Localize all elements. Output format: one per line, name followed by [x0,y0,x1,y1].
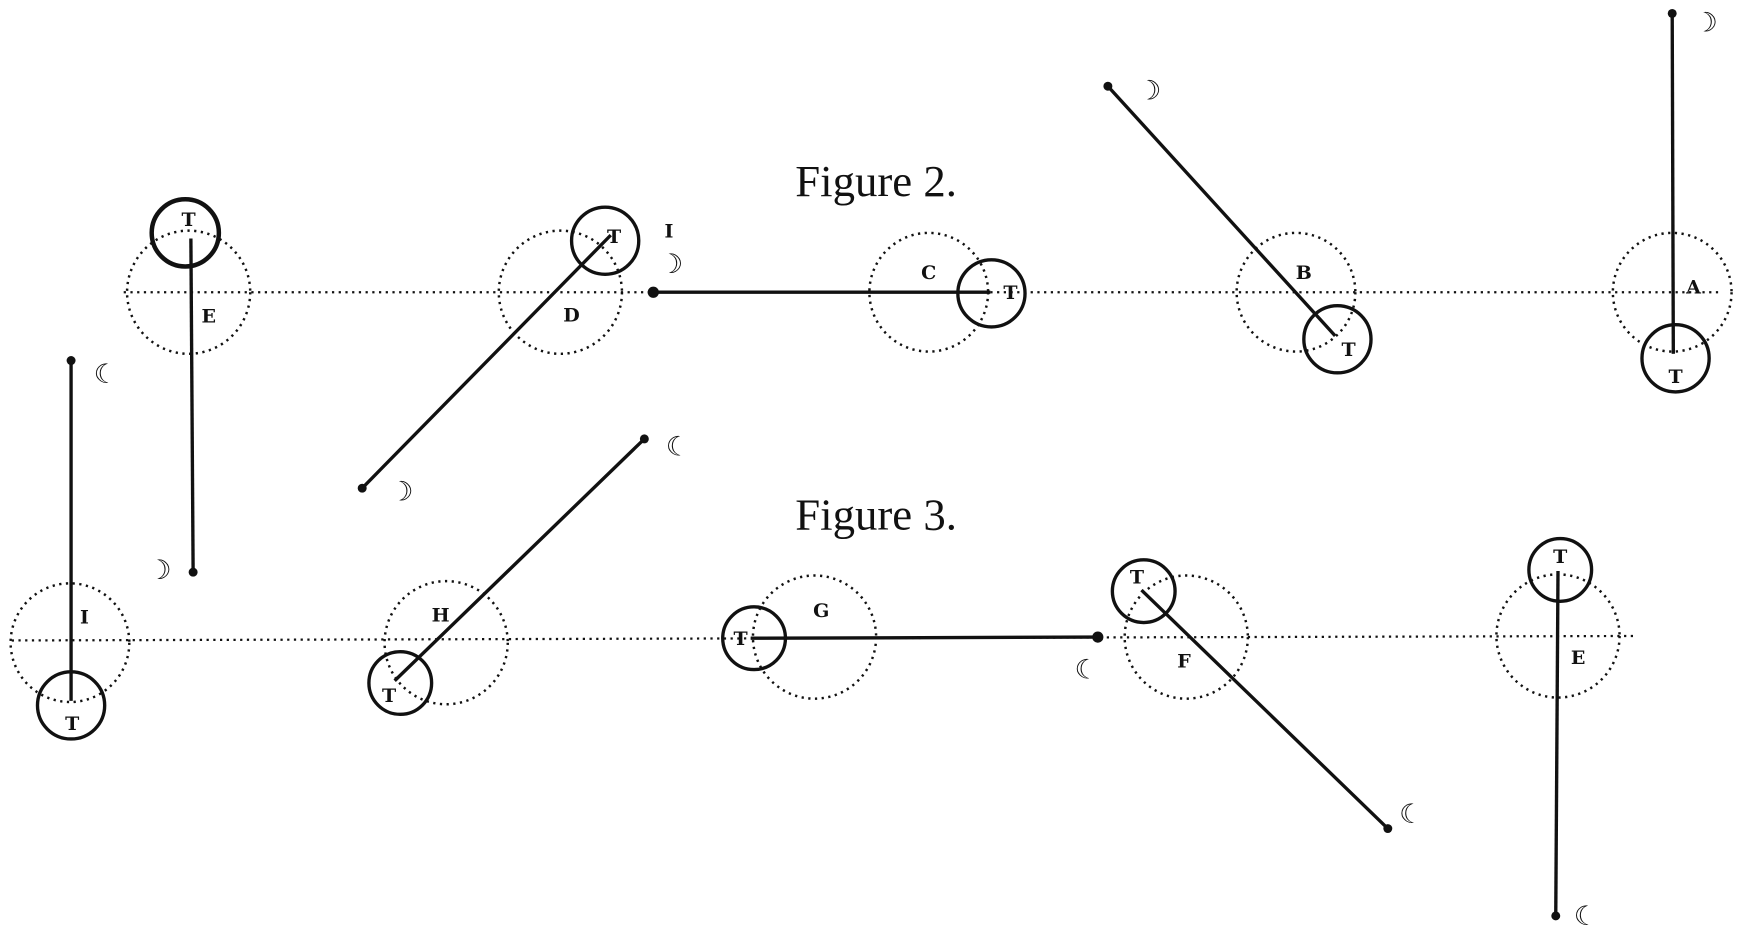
earth-moon-line-g [750,635,1098,640]
figure-2-title: Figure 2. [795,156,957,206]
moon-point-f [1383,824,1393,834]
moon-symbol-f: ☾ [1399,799,1423,830]
label-b: B [1296,262,1312,284]
earth-label-f: T [1130,566,1144,588]
earth-label-h: T [382,685,396,707]
orbit-circle-h [383,579,509,706]
label-d: D [563,304,580,326]
moon-point-i [66,356,76,366]
moon-symbol-h: ☾ [666,432,690,463]
earth-circle-b [1302,303,1373,375]
earth-label-c: T [1003,282,1017,304]
earth-circle-a [1640,323,1711,394]
label-c: C [921,262,936,284]
earth-circle-f [1110,558,1177,625]
earth-moon-line-a [1670,13,1676,354]
earth-circle-h [367,649,434,717]
label-e: E [202,305,217,327]
earth-circle-g [721,605,788,672]
earth-label-b: T [1342,339,1356,361]
orbit-circle-d [497,229,624,356]
label-g: G [813,600,829,622]
moon-point-d [357,483,367,493]
earth-circle-e [149,197,222,269]
moon-symbol-g: ☾ [1075,655,1099,686]
earth-label-e: T [182,209,196,231]
figure-2: Figure 2. ☽ A T ☽ B T ☽ I C T ☽ D T [123,7,1733,586]
moon-symbol-b: ☽ [1137,76,1161,107]
earth-moon-line-h [393,437,646,682]
earth-label-d: T [607,226,621,248]
earth-label-a: T [1668,366,1682,388]
earth-moon-line-e3 [1554,571,1560,916]
moon-symbol-d: ☽ [389,476,413,507]
moon-point-a [1667,8,1677,18]
earth-label-g: T [734,628,748,650]
moon-symbol-e: ☽ [147,555,171,586]
earth-moon-line-f [1140,588,1389,830]
earth-circle-c [956,258,1027,329]
moon-point-e3 [1551,911,1561,921]
moon-point-b [1103,81,1113,91]
earth-circle-i [35,670,107,741]
label-e3: E [1571,647,1586,669]
moon-point-c [647,286,659,298]
orbit-circle-e [125,229,252,356]
figure-3: Figure 3. ☾ E T ☾ F T ☾ G T ☾ H T [9,356,1638,932]
label-i: I [665,220,674,242]
moon-symbol-e3: ☾ [1574,901,1598,932]
earth-circle-e3 [1527,536,1594,603]
earth-moon-line-e [189,238,195,573]
moon-symbol-i: ☾ [94,359,118,390]
label-a: A [1685,276,1701,298]
label-i3: I [80,607,89,629]
moon-symbol-c: ☽ [659,249,683,280]
moon-point-e [188,567,198,577]
orbit-circle-b [1235,231,1357,353]
label-h: H [432,604,450,626]
label-f: F [1177,650,1191,672]
orbit-circle-a [1611,231,1733,353]
moon-point-g [1092,631,1104,643]
earth-label-e3: T [1553,546,1567,568]
earth-circle-d [569,205,641,276]
earth-moon-line-d [360,233,612,490]
moon-symbol-a: ☽ [1694,7,1718,38]
figure-3-title: Figure 3. [795,490,957,540]
orbit-circle-i [9,582,131,704]
orbit-circle-f [1123,574,1250,700]
moon-point-h [639,434,649,444]
earth-label-i: T [65,713,79,735]
earth-moon-line-b [1106,85,1337,338]
